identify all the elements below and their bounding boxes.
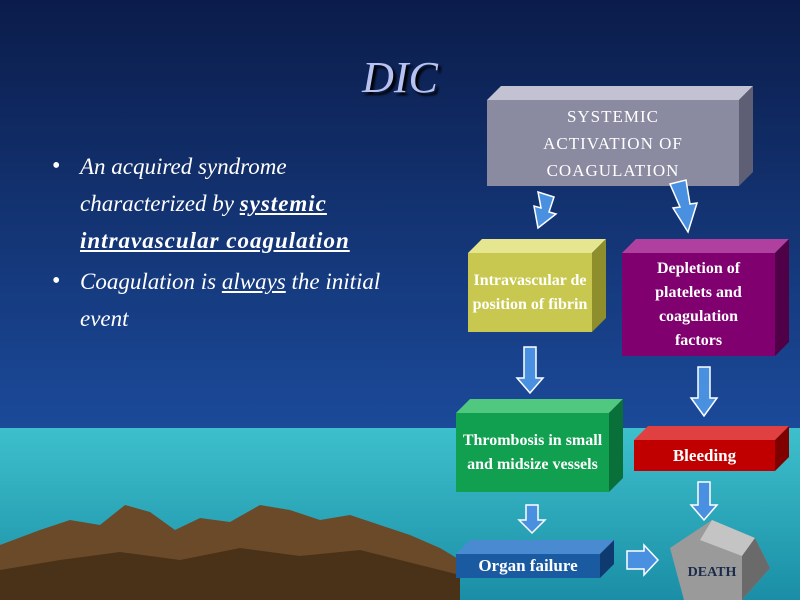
arrow-down-icon [689,481,719,522]
death-stone-icon [670,520,770,600]
bleeding-box: Bleeding [634,440,775,471]
fibrin-deposition-box: Intravascular deposition of fibrin [468,253,592,332]
organ-failure-box: Organ failure [456,554,600,578]
slide-title: DIC [362,53,438,102]
thrombosis-box-3d [456,399,623,492]
bullet-text: Coagulation is [80,269,222,294]
death-label: DEATH [687,565,737,580]
thrombosis-label: Thrombosis in small and midsize vessels [462,431,603,473]
arrow-down-icon [517,504,547,535]
fibrin-box-3d [468,239,606,332]
bullet-icon: • [52,153,61,179]
depletion-box: Depletion of platelets and coagulation f… [622,253,775,356]
bullet-emphasis: always [221,269,286,294]
systemic-box-3d [487,86,753,186]
death-label-box: DEATH [672,562,752,584]
organ-failure-box-3d [456,540,614,578]
bullet-emphasis: systemic intravascular coagulation [80,191,350,253]
bullet-item: • An acquired syndrome characterized by … [52,148,392,259]
depletion-box-3d [622,239,789,356]
bullet-list: • An acquired syndrome characterized by … [52,148,392,337]
arrow-right-icon [626,543,660,577]
arrow-down-icon [689,366,719,418]
fibrin-deposition-label: Intravascular deposition of fibrin [472,271,588,313]
arrow-down-icon [515,346,545,395]
arrow-down-icon [668,179,699,234]
bullet-icon: • [52,268,61,294]
bullet-text: the initial event [80,269,381,331]
depletion-label: Depletion of platelets and coagulation f… [655,259,742,349]
systemic-activation-box: SYSTEMIC ACTIVATION OF COAGULATION [487,100,739,186]
systemic-activation-label: SYSTEMIC ACTIVATION OF COAGULATION [543,106,683,180]
bleeding-box-3d [634,426,789,471]
bullet-text: An acquired syndrome characterized by [80,154,287,216]
thrombosis-box: Thrombosis in small and midsize vessels [456,413,609,492]
organ-failure-label: Organ failure [478,556,578,575]
bleeding-label: Bleeding [672,445,737,465]
bullet-item: • Coagulation is always the initial even… [52,263,392,337]
arrow-down-icon [533,190,558,230]
